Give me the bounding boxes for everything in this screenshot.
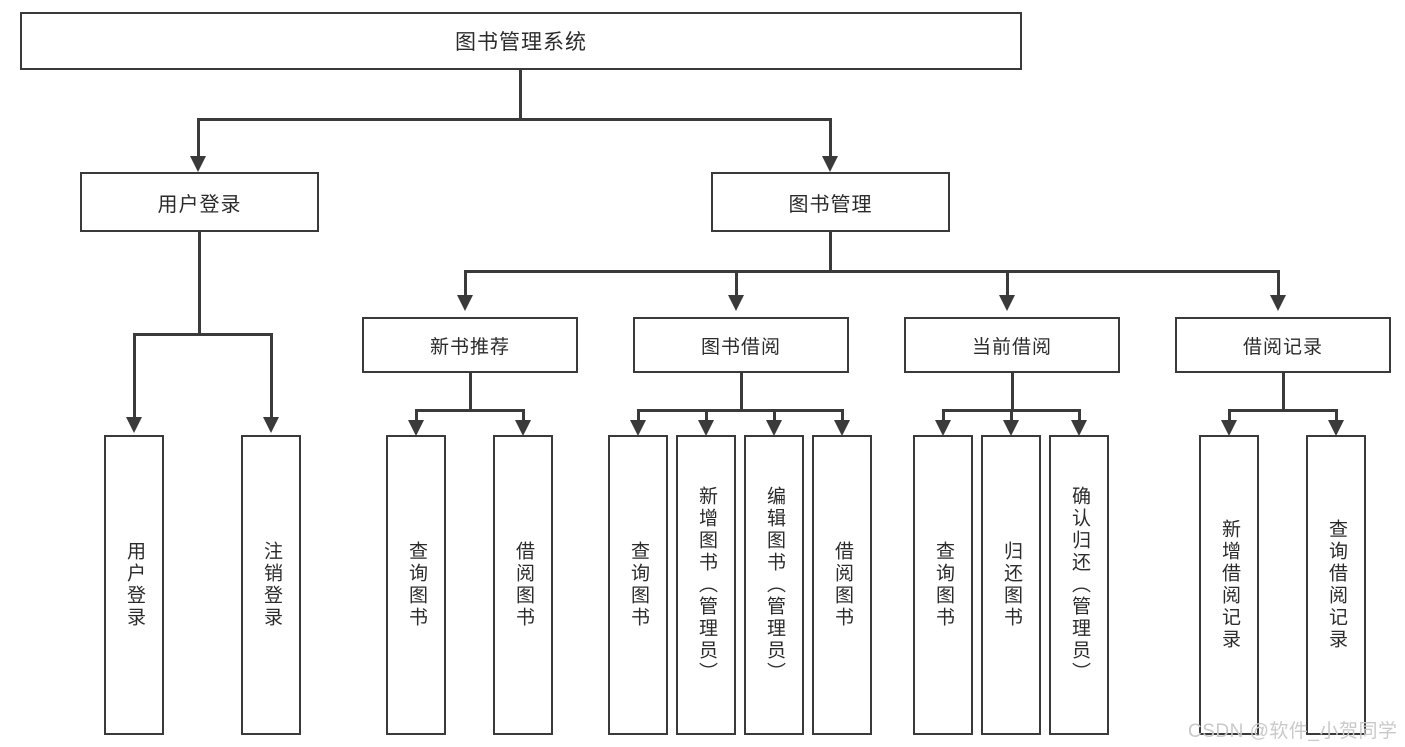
- node-leaf-add-book-admin[interactable]: 新增图书（管理员）: [676, 435, 736, 735]
- node-label: 借阅记录: [1242, 336, 1323, 358]
- node-label: 图书借阅: [700, 336, 781, 358]
- node-label: 图书管理系统: [455, 31, 587, 54]
- connector-stem-book-borrow: [740, 373, 743, 409]
- connector-stem-book-management: [829, 232, 832, 270]
- connector-bus-level3: [464, 270, 1278, 273]
- node-label: 注销登录: [260, 541, 282, 629]
- arrowhead-book-borrow-leaf-3: [766, 420, 782, 436]
- connector-drop-book-borrow: [735, 270, 738, 297]
- arrowhead-new-book-leaf-1: [408, 420, 424, 436]
- arrowhead-new-book-leaf-2: [515, 420, 531, 436]
- arrowhead-borrow-record-leaf-1: [1221, 420, 1237, 436]
- arrowhead-user-login: [190, 156, 206, 172]
- node-leaf-return-book[interactable]: 归还图书: [981, 435, 1041, 735]
- node-label: 新增借阅记录: [1218, 519, 1240, 651]
- node-new-book-recommend[interactable]: 新书推荐: [362, 317, 578, 373]
- connector-drop-current-borrow-leaf-2: [1010, 409, 1013, 423]
- arrowhead-user-login-leaf-1: [126, 417, 142, 433]
- node-leaf-add-borrow-record[interactable]: 新增借阅记录: [1199, 435, 1259, 735]
- node-leaf-query-book-recommend[interactable]: 查询图书: [386, 435, 446, 735]
- connector-drop-borrow-record-leaf-2: [1335, 409, 1338, 423]
- node-leaf-query-book-borrow[interactable]: 查询图书: [608, 435, 668, 735]
- node-label: 借阅图书: [831, 541, 853, 629]
- connector-stem-borrow-record: [1282, 373, 1285, 409]
- node-label: 查询图书: [627, 541, 649, 629]
- connector-drop-user-login-leaf-1: [133, 333, 136, 419]
- connector-drop-book-management: [829, 118, 832, 158]
- connector-drop-new-book-leaf-2: [522, 409, 525, 423]
- node-label: 查询借阅记录: [1325, 519, 1347, 651]
- node-leaf-borrow-book-recommend[interactable]: 借阅图书: [493, 435, 553, 735]
- connector-bus-book-borrow: [637, 409, 843, 412]
- connector-drop-user-login-leaf-2: [270, 333, 273, 419]
- arrowhead-book-borrow-leaf-4: [834, 420, 850, 436]
- arrowhead-current-borrow-leaf-2: [1003, 420, 1019, 436]
- node-leaf-query-borrow-record[interactable]: 查询借阅记录: [1306, 435, 1366, 735]
- arrowhead-book-borrow-leaf-2: [698, 420, 714, 436]
- connector-drop-current-borrow: [1006, 270, 1009, 297]
- connector-drop-book-borrow-leaf-2: [705, 409, 708, 423]
- connector-bus-borrow-record: [1228, 409, 1338, 412]
- connector-bus-new-book: [415, 409, 525, 412]
- node-label: 查询图书: [932, 541, 954, 629]
- node-leaf-edit-book-admin[interactable]: 编辑图书（管理员）: [744, 435, 804, 735]
- node-label: 新书推荐: [429, 336, 510, 358]
- node-label: 当前借阅: [971, 336, 1052, 358]
- node-label: 用户登录: [157, 193, 242, 216]
- connector-drop-book-borrow-leaf-4: [841, 409, 844, 423]
- node-leaf-query-book-current[interactable]: 查询图书: [913, 435, 973, 735]
- node-leaf-borrow-book[interactable]: 借阅图书: [812, 435, 872, 735]
- node-root-book-management-system[interactable]: 图书管理系统: [20, 12, 1022, 70]
- node-borrow-record[interactable]: 借阅记录: [1175, 317, 1391, 373]
- arrowhead-new-book: [457, 295, 473, 311]
- node-leaf-user-login[interactable]: 用户登录: [104, 435, 164, 735]
- connector-stem-current-borrow: [1011, 373, 1014, 409]
- connector-stem-new-book: [469, 373, 472, 409]
- node-label: 查询图书: [405, 541, 427, 629]
- arrowhead-book-management: [822, 156, 838, 172]
- node-label: 借阅图书: [512, 541, 534, 629]
- node-label: 确认归还（管理员）: [1068, 486, 1090, 684]
- arrowhead-current-borrow-leaf-1: [935, 420, 951, 436]
- arrowhead-current-borrow-leaf-3: [1071, 420, 1087, 436]
- node-label: 归还图书: [1000, 541, 1022, 629]
- arrowhead-user-login-leaf-2: [263, 417, 279, 433]
- node-label: 新增图书（管理员）: [695, 486, 717, 684]
- node-label: 图书管理: [788, 193, 873, 216]
- connector-drop-book-borrow-leaf-3: [773, 409, 776, 423]
- arrowhead-current-borrow: [999, 295, 1015, 311]
- connector-stem-user-login: [198, 232, 201, 333]
- node-book-borrow[interactable]: 图书借阅: [633, 317, 849, 373]
- connector-drop-book-borrow-leaf-1: [637, 409, 640, 423]
- node-leaf-confirm-return-admin[interactable]: 确认归还（管理员）: [1049, 435, 1109, 735]
- arrowhead-borrow-record: [1270, 295, 1286, 311]
- connector-root-stem: [519, 70, 522, 118]
- arrowhead-borrow-record-leaf-2: [1328, 420, 1344, 436]
- connector-bus-level1: [197, 118, 831, 121]
- connector-bus-user-login: [133, 333, 273, 336]
- node-leaf-logout[interactable]: 注销登录: [241, 435, 301, 735]
- watermark-csdn: CSDN @软件_小贺同学: [1188, 721, 1398, 742]
- connector-drop-current-borrow-leaf-3: [1078, 409, 1081, 423]
- connector-drop-user-login: [197, 118, 200, 158]
- node-label: 编辑图书（管理员）: [763, 486, 785, 684]
- node-label: 用户登录: [123, 541, 145, 629]
- node-user-login[interactable]: 用户登录: [80, 172, 319, 232]
- connector-drop-new-book-leaf-1: [415, 409, 418, 423]
- arrowhead-book-borrow-leaf-1: [630, 420, 646, 436]
- connector-drop-borrow-record-leaf-1: [1228, 409, 1231, 423]
- connector-drop-borrow-record: [1277, 270, 1280, 297]
- connector-drop-current-borrow-leaf-1: [942, 409, 945, 423]
- arrowhead-book-borrow: [728, 295, 744, 311]
- node-current-borrow[interactable]: 当前借阅: [904, 317, 1120, 373]
- node-book-management[interactable]: 图书管理: [711, 172, 950, 232]
- connector-drop-new-book: [464, 270, 467, 297]
